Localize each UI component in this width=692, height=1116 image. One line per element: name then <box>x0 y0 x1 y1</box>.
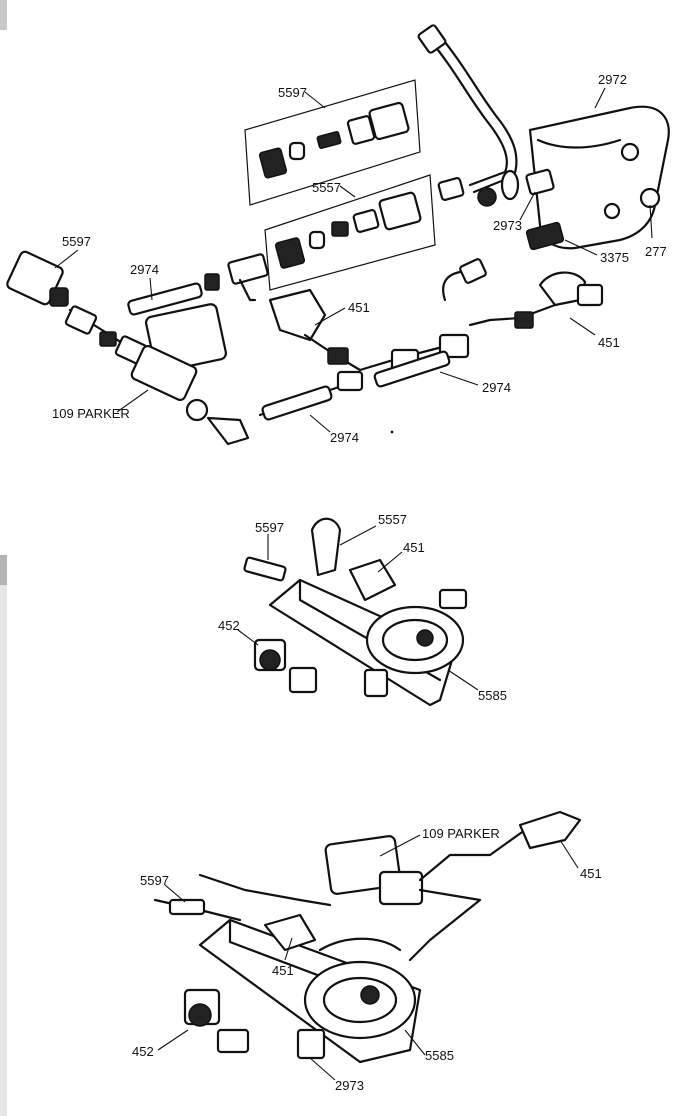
callout-5597-valve: 5597 <box>62 234 91 249</box>
pipe-2974-b <box>373 350 451 388</box>
callout-2974-b: 2974 <box>482 380 511 395</box>
callout-5597-mid: 5597 <box>255 520 284 535</box>
callout-109-parker: 109 PARKER <box>52 406 130 421</box>
callout-452-mid: 452 <box>218 618 240 633</box>
callout-5557-mid: 5557 <box>378 512 407 527</box>
tube-fitting-nut <box>417 24 447 54</box>
callout-2972: 2972 <box>598 72 627 87</box>
tee-451-bottom-left <box>263 913 317 952</box>
tee-451-mid <box>348 558 397 602</box>
pipe-2974-c <box>261 385 333 421</box>
callout-5597-kit: 5597 <box>278 85 307 100</box>
valve-kit-5557 <box>274 191 422 269</box>
stray-dot <box>390 430 394 434</box>
bent-tube-top <box>428 38 508 187</box>
callout-5585-mid: 5585 <box>478 688 507 703</box>
valve-kit-5597 <box>258 101 410 179</box>
kit-box-5597 <box>244 79 421 206</box>
callouts-middle: 5597 5557 451 452 5585 <box>218 512 507 703</box>
callout-451-a: 451 <box>348 300 370 315</box>
left-edge-strip-middle <box>0 555 7 585</box>
fitting-2973-bottom <box>296 1028 326 1060</box>
fitting-3375 <box>525 221 565 251</box>
callout-452-bottom: 452 <box>132 1044 154 1059</box>
assembly-bottom <box>153 810 582 1064</box>
tee-451-bottom-right <box>518 810 582 850</box>
callout-451-bottom-left: 451 <box>272 963 294 978</box>
leaders-middle <box>237 525 479 691</box>
callout-2974-c: 2974 <box>330 430 359 445</box>
callout-5597-bottom: 5597 <box>140 873 169 888</box>
callout-109-parker-bottom: 109 PARKER <box>422 826 500 841</box>
assembly-middle <box>243 517 468 707</box>
kit-5557-mid <box>310 517 342 577</box>
callout-5557-kit: 5557 <box>312 180 341 195</box>
callout-277: 277 <box>645 244 667 259</box>
boiler-port <box>620 142 640 162</box>
pipe-2974-a <box>127 282 203 316</box>
kit-box-5557 <box>264 174 436 291</box>
valve-5597-mid <box>243 556 287 582</box>
leaders-top <box>54 87 653 433</box>
callout-451-b: 451 <box>598 335 620 350</box>
callout-5585-bottom: 5585 <box>425 1048 454 1063</box>
leaders-bottom <box>157 834 579 1081</box>
callouts-top: 5597 5557 2972 5597 2974 451 2973 3375 2… <box>52 72 667 445</box>
callout-2973-bottom: 2973 <box>335 1078 364 1093</box>
left-edge-strip-bottom <box>0 585 7 1116</box>
callouts-bottom: 109 PARKER 451 5597 451 452 5585 2973 <box>132 826 602 1093</box>
callout-2973: 2973 <box>493 218 522 233</box>
callout-2974-a: 2974 <box>130 262 159 277</box>
gasket-2973 <box>500 169 520 201</box>
tee-valve-451-a <box>268 288 327 342</box>
elbow-fitting <box>206 416 250 446</box>
callout-451-bottom-right: 451 <box>580 866 602 881</box>
left-edge-strip-top <box>0 0 7 30</box>
valve-5597-bottom <box>168 898 206 916</box>
callout-451-mid: 451 <box>403 540 425 555</box>
exploded-assembly-top <box>6 24 670 446</box>
callout-3375: 3375 <box>600 250 629 265</box>
